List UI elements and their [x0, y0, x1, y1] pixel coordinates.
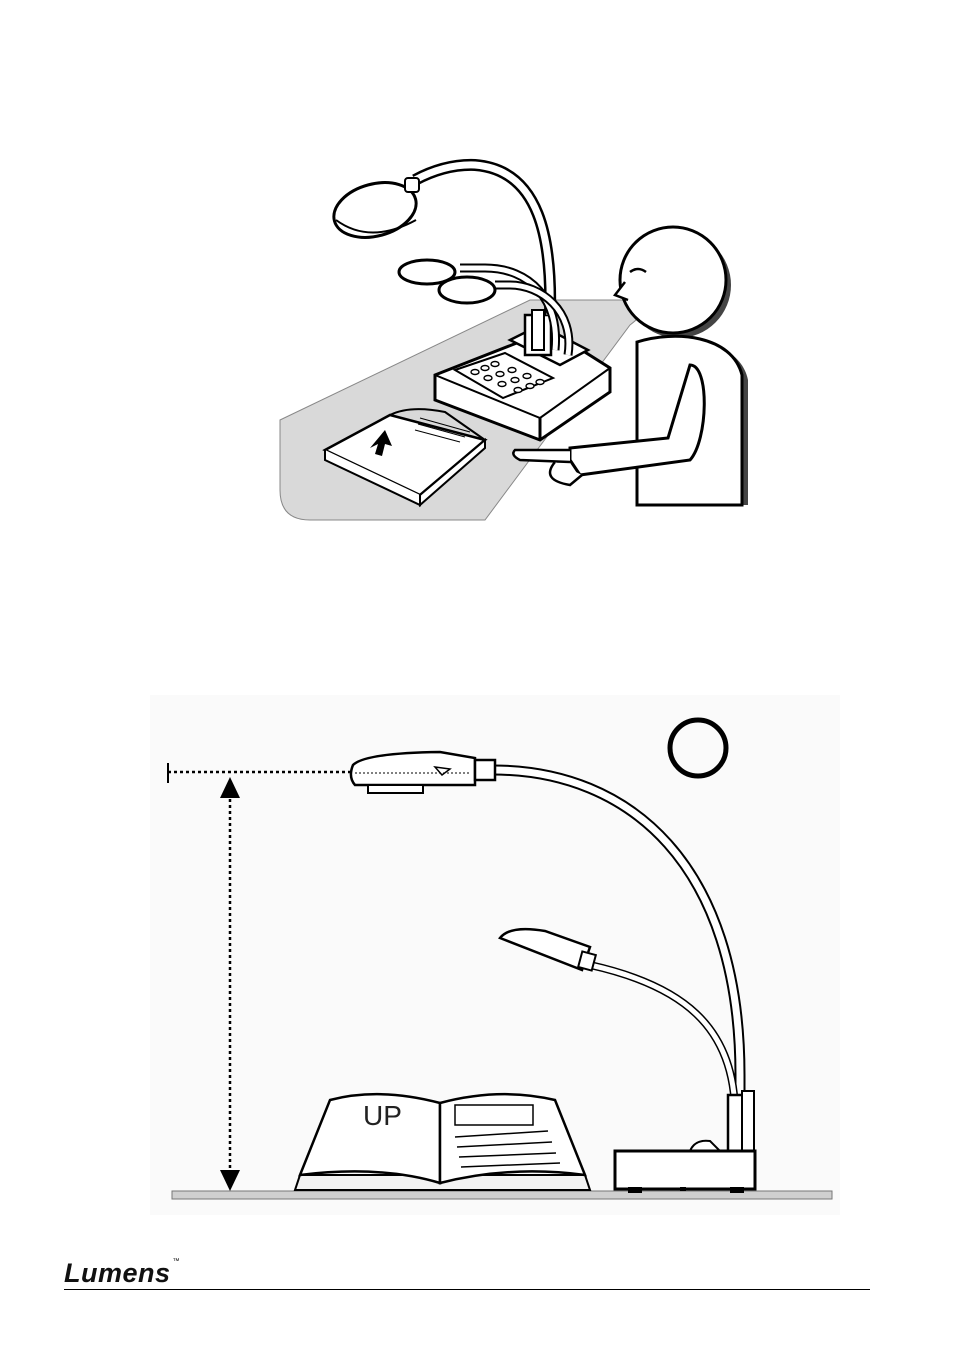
camera-head-raised [349, 750, 497, 794]
camera-head-low [497, 927, 598, 972]
illustration-camera-side-view: UP [150, 695, 840, 1215]
trademark-symbol: ™ [172, 1258, 181, 1265]
illustration-person-with-camera [279, 158, 748, 521]
arrow-up-icon [220, 777, 240, 798]
book-with-arrow [322, 408, 488, 508]
camera-head-middle [397, 258, 457, 286]
person-figure [512, 225, 748, 507]
up-arrow-icon [370, 430, 392, 456]
brand-name: Lumens [64, 1258, 171, 1288]
camera-head-lower [437, 275, 497, 305]
camera-head-top [332, 177, 420, 239]
open-book: UP [293, 1092, 592, 1191]
camera-base-side [613, 1090, 757, 1193]
arrow-down-icon [220, 1170, 240, 1191]
book-up-label: UP [363, 1100, 402, 1131]
footer-divider [64, 1289, 870, 1290]
correct-circle-icon [667, 717, 729, 779]
